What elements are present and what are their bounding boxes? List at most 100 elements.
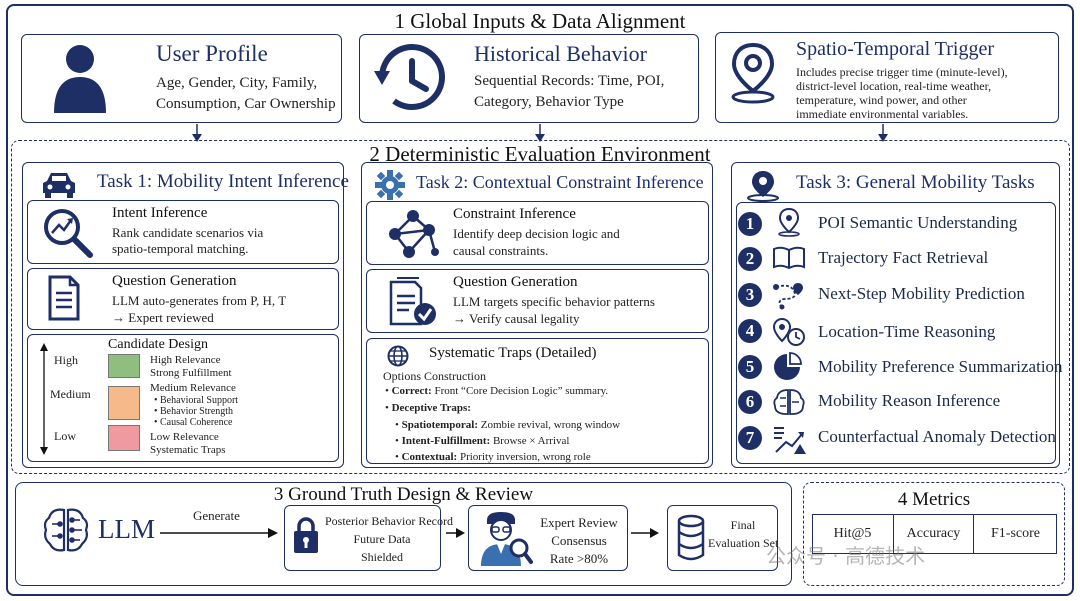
route-path-icon	[773, 283, 803, 310]
anomaly-chart-icon	[774, 427, 806, 454]
document-icon	[48, 275, 80, 321]
trigger-line1: Includes precise trigger time (minute-le…	[796, 65, 1008, 79]
metric-f1: F1-score	[991, 526, 1040, 541]
constraint-title: Constraint Inference	[453, 206, 576, 222]
high-label-2: Strong Fulfillment	[150, 367, 232, 379]
posterior-line3: Shielded	[361, 550, 403, 564]
llm-label: LLM	[98, 514, 155, 544]
task2-card: Task 2: Contextual Constraint Inference …	[361, 162, 713, 468]
task3-num-3: 3	[738, 283, 762, 307]
axis-high-label: High	[54, 353, 78, 367]
intent-fulfillment-row: • Intent-Fulfillment: Browse × Arrival	[395, 435, 570, 447]
final-line2: Evaluation Set	[708, 536, 779, 550]
section3-title: 3 Ground Truth Design & Review	[273, 484, 534, 505]
metric-accuracy: Accuracy	[894, 514, 974, 554]
trigger-card: Spatio-Temporal Trigger Includes precise…	[715, 32, 1059, 123]
task3-label-1: POI Semantic Understanding	[818, 213, 1018, 232]
map-pin-icon	[747, 171, 779, 202]
question-generation-card-1: Question Generation LLM auto-generates f…	[27, 268, 339, 330]
user-profile-title: User Profile	[156, 41, 268, 66]
task3-label-3: Next-Step Mobility Prediction	[818, 284, 1025, 303]
options-construction: Options Construction	[383, 369, 487, 383]
metrics-title: 4 Metrics	[897, 489, 971, 510]
trigger-title: Spatio-Temporal Trigger	[796, 38, 995, 60]
question1-line2: → Expert reviewed	[112, 310, 214, 325]
medium-bullet-1: • Behavioral Support	[154, 395, 239, 406]
task3-label-2: Trajectory Fact Retrieval	[818, 248, 989, 267]
metrics-container	[803, 482, 1065, 586]
trigger-line3: temperature, wind power, and other	[796, 93, 967, 107]
brain-circuit-icon	[773, 389, 805, 415]
posterior-card: Posterior Behavior Record Future Data Sh…	[284, 505, 453, 571]
expert-review-card: Expert Review Consensus Rate >80%	[468, 505, 628, 571]
intent-inference-card: Intent Inference Rank candidate scenario…	[27, 200, 339, 264]
poi-pin-icon	[778, 207, 800, 237]
low-label-2: Systematic Traps	[150, 444, 226, 456]
outer-frame	[6, 4, 1074, 596]
constraint-inference-card: Constraint Inference Identify deep decis…	[366, 201, 709, 265]
low-relevance-swatch	[108, 425, 140, 451]
task3-title: Task 3: General Mobility Tasks	[796, 172, 1035, 193]
expert-line1: Expert Review	[540, 515, 618, 530]
candidate-title: Candidate Design	[108, 337, 208, 352]
trigger-line4: immediate environmental variables.	[796, 107, 969, 121]
historical-line2: Category, Behavior Type	[474, 94, 624, 110]
metric-hit5: Hit@5	[812, 514, 894, 554]
task3-icons	[772, 207, 806, 454]
task3-label-6: Mobility Reason Inference	[818, 391, 1001, 410]
task3-num-5: 5	[738, 355, 762, 379]
spatio-row: • Spatiotemporal: Zombie revival, wrong …	[395, 419, 621, 431]
pie-chart-icon	[774, 352, 802, 380]
location-clock-icon	[772, 317, 805, 346]
question2-line1: LLM targets specific behavior patterns	[453, 294, 655, 309]
section1-title: 1 Global Inputs & Data Alignment	[394, 9, 686, 33]
final-set-card: Final Evaluation Set	[667, 505, 778, 571]
deceptive-row: • Deceptive Traps:	[385, 402, 471, 414]
high-relevance-swatch	[108, 354, 140, 378]
task1-title: Task 1: Mobility Intent Inference	[97, 171, 349, 192]
question2-title: Question Generation	[453, 274, 578, 290]
task3-num-1: 1	[738, 212, 762, 236]
metrics-table	[812, 514, 1057, 554]
systematic-traps-card: Systematic Traps (Detailed) Options Cons…	[366, 338, 709, 464]
trigger-line2: district-level location, real-time weath…	[796, 79, 992, 93]
candidate-design-card: Candidate Design High Medium Low High Re…	[27, 334, 339, 462]
historical-title: Historical Behavior	[474, 41, 647, 66]
historical-line1: Sequential Records: Time, POI,	[474, 73, 665, 89]
axis-medium-label: Medium	[50, 387, 91, 401]
user-profile-line1: Age, Gender, City, Family,	[156, 75, 318, 91]
expert-reviewer-icon	[481, 512, 533, 566]
intent-line2: spatio-temporal matching.	[112, 241, 249, 256]
watermark: 公众号 · 高德技术	[766, 544, 926, 568]
constraint-line2: causal constraints.	[453, 243, 549, 258]
high-label-1: High Relevance	[150, 354, 221, 366]
puzzle-gear-icon	[375, 170, 405, 200]
correct-row: • Correct: Front “Core Decision Logic” s…	[385, 385, 609, 397]
medium-label-1: Medium Relevance	[150, 382, 236, 394]
medium-bullet-3: • Causal Coherence	[154, 417, 233, 428]
user-profile-line2: Consumption, Car Ownership	[156, 96, 336, 112]
magnifier-trend-icon	[44, 209, 93, 258]
history-clock-icon	[374, 44, 445, 110]
task3-num-2: 2	[738, 247, 762, 271]
constraint-line1: Identify deep decision logic and	[453, 226, 620, 241]
generate-label: Generate	[193, 508, 240, 523]
question1-line1: LLM auto-generates from P, H, T	[112, 293, 287, 308]
task3-label-4: Location-Time Reasoning	[818, 322, 996, 341]
user-profile-card: User Profile Age, Gender, City, Family, …	[21, 34, 342, 123]
final-line1: Final	[730, 518, 756, 532]
task3-num-7: 7	[738, 426, 762, 450]
expert-line3: Rate >80%	[549, 551, 609, 566]
network-graph-icon	[389, 210, 439, 258]
posterior-line1: Posterior Behavior Record	[325, 514, 453, 528]
contextual-row: • Contextual: Priority inversion, wrong …	[395, 451, 591, 463]
medium-relevance-swatch	[108, 386, 140, 420]
padlock-icon	[294, 517, 318, 553]
relevance-axis-arrow	[40, 343, 48, 455]
globe-icon	[387, 345, 409, 367]
question2-line2: → Verify causal legality	[453, 311, 580, 326]
intent-line1: Rank candidate scenarios via	[112, 225, 264, 240]
task3-num-4: 4	[738, 319, 762, 343]
task1-card: Task 1: Mobility Intent Inference Intent…	[22, 162, 349, 468]
